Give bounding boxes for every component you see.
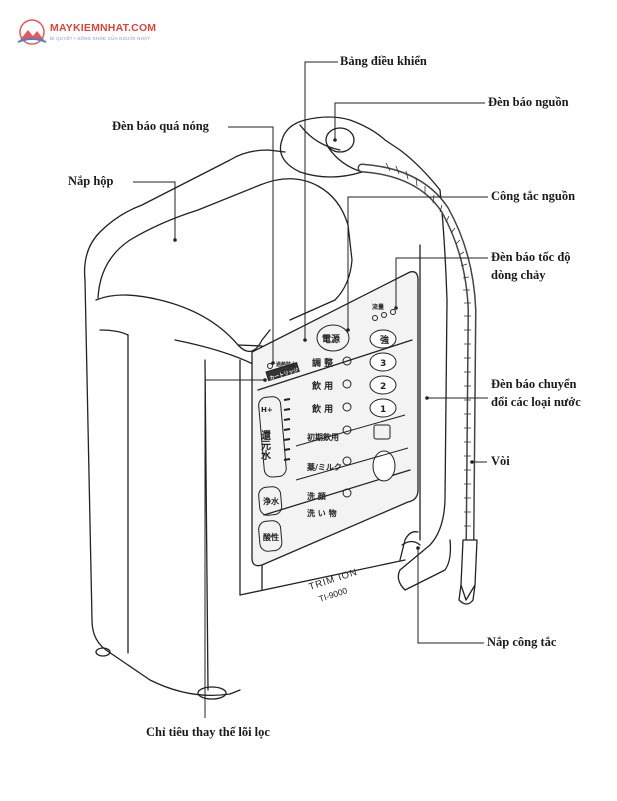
power-dome	[281, 116, 441, 191]
logo-mountain-icon	[17, 19, 47, 45]
power-button	[316, 324, 350, 352]
device-hplus: H+	[261, 406, 273, 414]
mode-button-label-1: 強	[380, 334, 389, 346]
mode-button-label-3: 2	[380, 382, 386, 392]
mode-button-1	[369, 398, 397, 418]
label-faucet: Vòi	[491, 454, 510, 468]
leader-cover	[133, 181, 176, 240]
device-body	[83, 149, 286, 281]
foot-right	[197, 686, 227, 700]
label-flow-rate-2: dòng chảy	[491, 268, 546, 282]
flow-led-2	[381, 312, 387, 318]
label-switch-cover: Nắp công tắc	[487, 635, 557, 649]
label-water-mode-2: đổi các loại nước	[491, 395, 581, 409]
label-power-indicator: Đèn báo nguồn	[488, 95, 569, 109]
power-switch-knob	[325, 127, 355, 153]
logo-site-name: MAYKIEMNHAT.COM	[50, 22, 157, 34]
mode-button-3	[369, 352, 397, 372]
mode-button-label-2: 3	[380, 359, 386, 369]
leader-flow	[395, 257, 488, 308]
leader-switch-cover	[417, 548, 484, 644]
foot-left	[95, 647, 111, 657]
device-mode-7: 洗 い 物	[307, 508, 337, 518]
device-mode-1: 調 整	[312, 357, 333, 369]
device-power-label: 電源	[322, 333, 340, 345]
mode-led-1	[342, 356, 352, 366]
initial-mode-button	[373, 424, 391, 440]
mode-button-strong	[369, 329, 397, 349]
leader-power-indicator	[334, 102, 485, 140]
mode-led-6	[342, 488, 352, 498]
device-mode-5: 薬/ミルク	[306, 462, 342, 472]
label-cover: Nắp hộp	[68, 174, 114, 188]
device-base	[91, 619, 241, 697]
device-flow-label: 流量	[372, 303, 384, 311]
label-control-panel: Bảng điều khiển	[340, 54, 427, 68]
device-acid-water: 酸性	[263, 532, 279, 542]
logo-tagline: BÍ QUYẾT • SỐNG KHỎE CỦA NGƯỜI NHẬT	[50, 36, 151, 41]
mode-button-label-4: 1	[380, 405, 386, 415]
label-overheat-indicator: Đèn báo quá nóng	[112, 119, 209, 133]
top-cover	[95, 294, 271, 352]
filter-level-bars	[283, 398, 291, 461]
leader-overheat	[228, 126, 274, 363]
leader-control-panel	[304, 61, 338, 340]
leader-filter	[204, 379, 265, 718]
mode-led-2	[342, 379, 352, 389]
device-mode-6: 洗 顔	[307, 491, 327, 501]
flow-led-3	[390, 309, 396, 315]
mode-button-2	[369, 375, 397, 395]
label-water-mode-1: Đèn báo chuyển	[491, 377, 577, 391]
device-overheat-label: 過熱防止	[275, 361, 296, 368]
faucet-nozzle	[458, 584, 476, 605]
site-logo: MAYKIEMNHAT.COM BÍ QUYẾT • SỐNG KHỎE CỦA…	[16, 14, 176, 54]
filter-indicator	[265, 362, 300, 382]
up-down-button	[372, 450, 396, 482]
device-purified-water: 浄水	[263, 496, 280, 506]
overheat-led	[267, 363, 273, 369]
device-mode-3: 飲 用	[311, 403, 333, 415]
leader-power-switch	[347, 196, 488, 330]
device-mode-4: 初期飲用	[307, 432, 339, 442]
device-mode-2: 飲 用	[311, 380, 333, 392]
flow-led-1	[372, 315, 378, 321]
switch-cover	[399, 531, 419, 561]
mode-led-3	[342, 402, 352, 412]
device-reduced-water: 還元水	[259, 429, 272, 461]
label-flow-rate-1: Đèn báo tốc độ	[491, 250, 571, 264]
label-filter-replacement: Chỉ tiêu thay thế lõi lọc	[146, 725, 270, 739]
label-power-switch: Công tắc nguồn	[491, 189, 576, 203]
